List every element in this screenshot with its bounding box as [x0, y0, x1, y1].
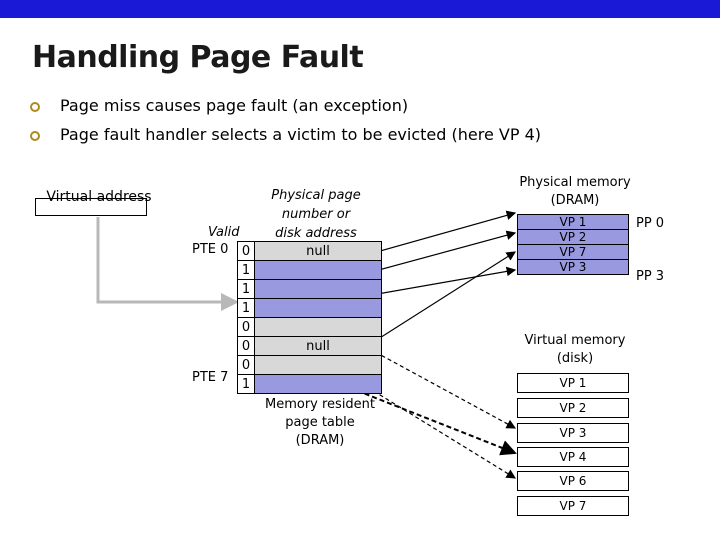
valid-bit: 0 — [237, 317, 255, 337]
disk-page: VP 4 — [517, 447, 629, 467]
virtual-address-box — [35, 198, 147, 216]
table-row: 1 — [237, 260, 382, 280]
pp3-label: PP 3 — [636, 269, 665, 284]
pte-address — [254, 260, 382, 280]
valid-bit: 0 — [237, 355, 255, 375]
pp0-label: PP 0 — [636, 216, 665, 231]
pte-address — [254, 374, 382, 394]
virtual-address-label: Virtual address — [46, 189, 152, 205]
list-item: VP 2 — [517, 229, 629, 245]
pte-address — [254, 279, 382, 299]
valid-column-header: Valid — [208, 225, 240, 240]
disk-page: VP 2 — [517, 398, 629, 418]
bullet-circle-icon — [30, 102, 40, 112]
table-row: 1 — [237, 298, 382, 318]
pte-address — [254, 355, 382, 375]
list-item: VP 3 — [517, 259, 629, 275]
valid-bit: 1 — [237, 298, 255, 318]
page-table-caption: Memory resident page table (DRAM) — [264, 397, 376, 448]
virtual-memory-title: Virtual memory (disk) — [524, 333, 626, 366]
valid-bit: 0 — [237, 336, 255, 356]
table-row: 1 — [237, 279, 382, 299]
bullet-item: Page fault handler selects a victim to b… — [30, 123, 541, 152]
disk-page: VP 6 — [517, 471, 629, 491]
list-item: VP 1 — [517, 214, 629, 230]
table-row: 0 — [237, 355, 382, 375]
physical-memory: VP 1 VP 2 VP 7 VP 3 — [517, 214, 629, 275]
disk-page: VP 7 — [517, 496, 629, 516]
bullet-list: Page miss causes page fault (an exceptio… — [30, 94, 541, 152]
pte-first-label: PTE 0 — [192, 242, 229, 257]
pte-address: null — [254, 241, 382, 261]
bullet-item: Page miss causes page fault (an exceptio… — [30, 94, 541, 123]
pte-last-label: PTE 7 — [192, 370, 229, 385]
valid-bit: 1 — [237, 374, 255, 394]
slide-title: Handling Page Fault — [32, 40, 364, 75]
pte-address: null — [254, 336, 382, 356]
pte-address — [254, 317, 382, 337]
virtual-address-arrow — [96, 217, 239, 311]
pte-address — [254, 298, 382, 318]
table-row: 0 — [237, 317, 382, 337]
physical-memory-title: Physical memory (DRAM) — [519, 175, 631, 208]
bullet-circle-icon — [30, 131, 40, 141]
top-bar — [0, 0, 720, 18]
page-table-column-header: Physical page number or disk address — [271, 188, 361, 241]
valid-bit: 0 — [237, 241, 255, 261]
disk-page: VP 3 — [517, 423, 629, 443]
table-row: 1 — [237, 374, 382, 394]
list-item: VP 7 — [517, 244, 629, 260]
valid-bit: 1 — [237, 260, 255, 280]
disk-page: VP 1 — [517, 373, 629, 393]
valid-bit: 1 — [237, 279, 255, 299]
